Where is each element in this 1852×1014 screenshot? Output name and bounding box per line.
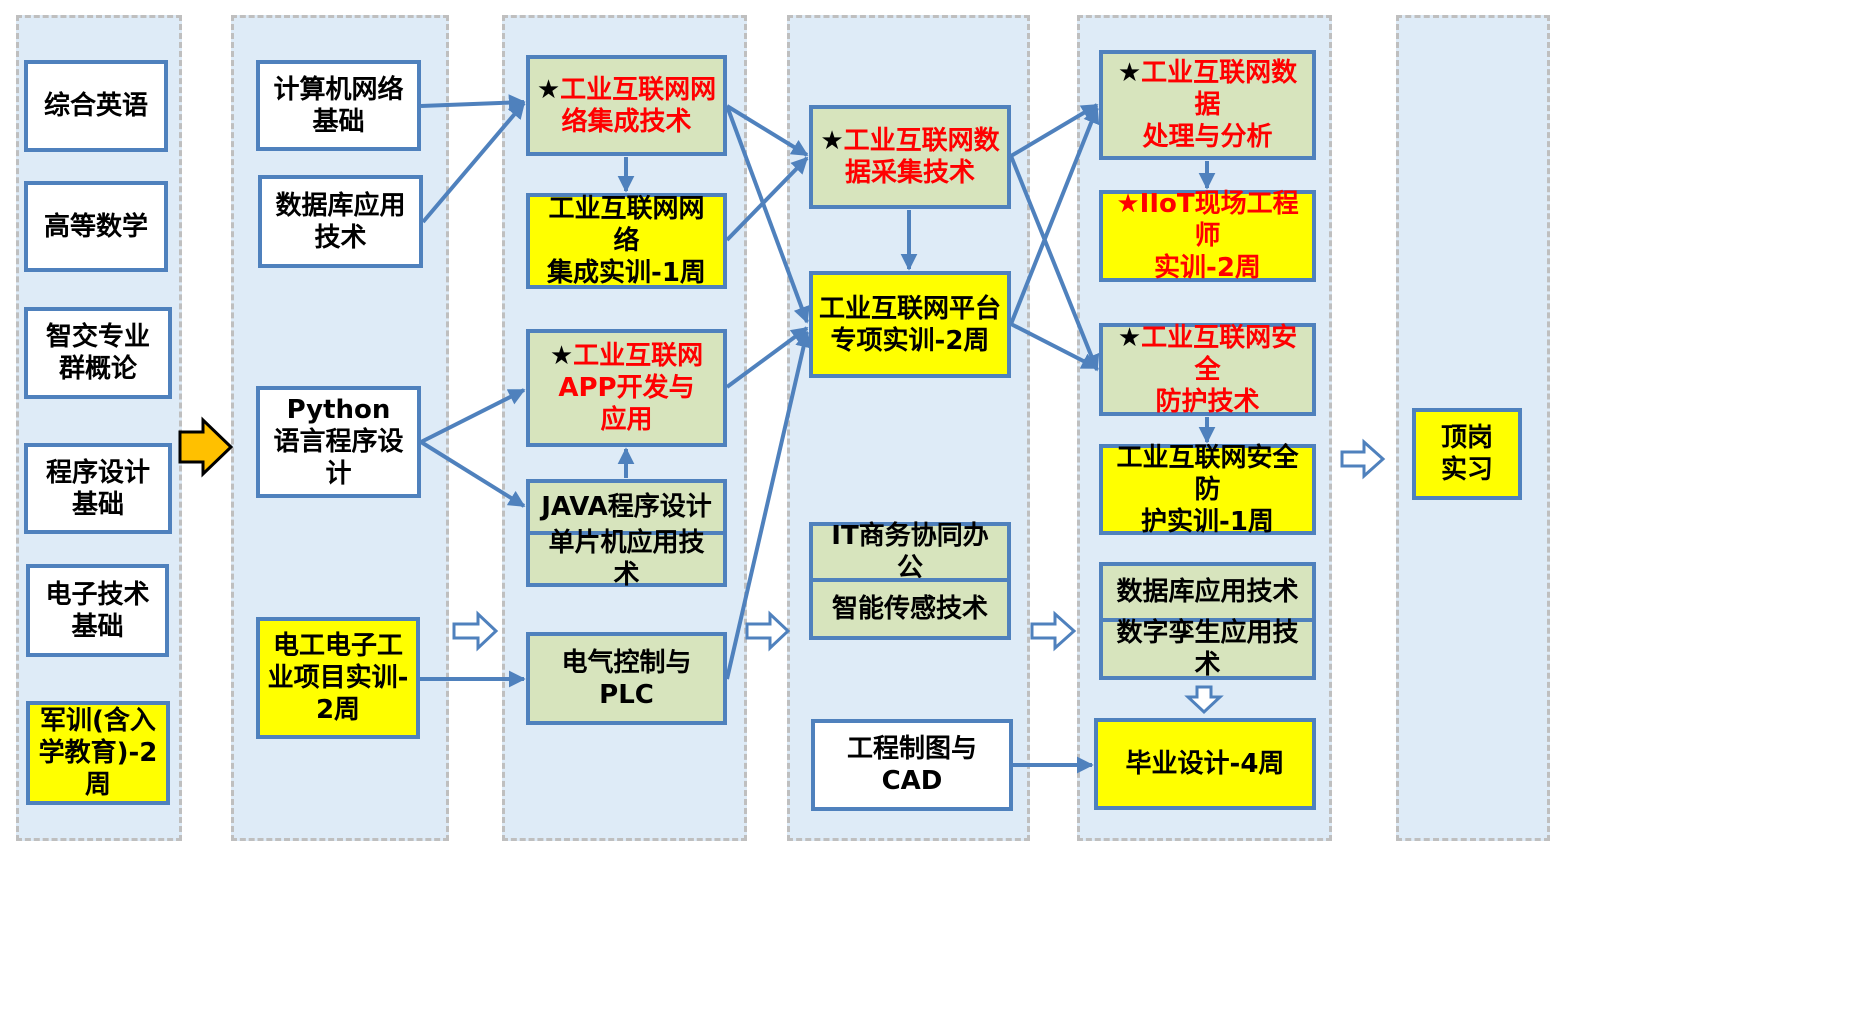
course-electronics-basics[interactable]: 电子技术基础 <box>26 564 169 657</box>
course-label-line: 实训-2周 <box>1154 253 1261 283</box>
course-iin-data-collection[interactable]: ★工业互联网数据采集技术 <box>809 105 1011 209</box>
course-electrical-control-plc[interactable]: 电气控制与PLC <box>526 632 727 725</box>
course-label-line: 计 <box>325 459 352 489</box>
course-label-line: 计算机网络 <box>273 74 404 105</box>
course-iiot-engineer-training[interactable]: ★IIoT现场工程师实训-2周 <box>1099 189 1316 283</box>
course-engineering-drawing-cad[interactable]: 工程制图与CAD <box>811 719 1013 811</box>
course-electrician-project-training[interactable]: 电工电子工业项目实训-2周 <box>256 617 420 739</box>
course-iin-platform-training[interactable]: 工业互联网平台专项实训-2周 <box>809 271 1011 378</box>
course-label-line: 专项实训-2周 <box>830 325 990 356</box>
course-label-line: 基础 <box>312 106 365 137</box>
course-label-line: 语言程序设 <box>273 427 404 457</box>
course-label: 高等数学 <box>43 211 148 242</box>
course-label-line: 军训(含入 <box>40 706 156 736</box>
course-label-line: 工业互联网 <box>573 341 704 371</box>
course-label-line: 智交专业 <box>45 322 150 352</box>
course-label-line: 业项目实训- <box>267 663 409 693</box>
course-internship[interactable]: 顶岗实习 <box>1412 408 1522 500</box>
course-iin-security-training[interactable]: 工业互联网安全防护实训-1周 <box>1099 442 1316 537</box>
core-star-icon: ★ <box>536 74 561 105</box>
course-label-line: Python <box>286 395 391 425</box>
course-java-programming[interactable]: JAVA程序设计 <box>526 479 727 535</box>
course-label-line: 据采集技术 <box>844 158 975 188</box>
course-database-application[interactable]: 数据库应用技术 <box>258 175 423 268</box>
core-star-icon: ★ <box>1116 189 1140 219</box>
course-label-line: 数据库应用 <box>275 190 406 221</box>
course-label-line: 处理与分析 <box>1142 122 1273 152</box>
hollow-arrow-col4-col5-icon <box>1030 610 1077 652</box>
core-star-icon: ★ <box>820 126 844 156</box>
course-label-line: 络集成技术 <box>561 106 692 137</box>
course-label: 电气控制与PLC <box>561 647 692 710</box>
course-label-line: 防护技术 <box>1155 386 1260 417</box>
course-label: 数据库应用技术 <box>1116 577 1299 607</box>
course-label-line: 2周 <box>315 695 361 725</box>
course-label: 综合英语 <box>43 91 148 121</box>
course-comprehensive-english[interactable]: 综合英语 <box>24 60 168 152</box>
course-label-line: 周 <box>84 770 111 800</box>
core-star-icon: ★ <box>549 341 574 371</box>
course-label-line: IIoT现场工程师 <box>1139 189 1299 251</box>
course-advanced-math[interactable]: 高等数学 <box>24 181 168 272</box>
course-label-line: 群概论 <box>58 354 137 384</box>
course-label-line: 工业互联网安全 <box>1141 322 1298 385</box>
course-label-line: 工业互联网数 <box>843 126 1000 156</box>
course-label-line: APP开发与 <box>558 373 695 403</box>
course-label-line: 程序设计 <box>45 457 150 488</box>
course-label-line: 工业互联网安全防 <box>1116 442 1299 505</box>
course-label-line: 基础 <box>71 611 124 642</box>
course-it-business-office[interactable]: IT商务协同办公 <box>809 521 1011 583</box>
course-label: IT商务协同办公 <box>831 521 989 583</box>
course-label: JAVA程序设计 <box>541 492 712 522</box>
course-graduation-project[interactable]: 毕业设计-4周 <box>1094 718 1316 810</box>
hollow-arrow-col2-col3-icon <box>452 610 499 652</box>
course-label-line: 护实训-1周 <box>1141 506 1274 537</box>
course-label-line: 应用 <box>600 405 653 435</box>
course-label-line: 工业互联网数据 <box>1141 58 1298 120</box>
hollow-arrow-col3-col4-icon <box>745 610 791 652</box>
course-label-line: 顶岗 <box>1440 423 1493 453</box>
hollow-arrow-col5-col6-icon <box>1340 438 1386 480</box>
course-label-line: 实习 <box>1440 455 1493 485</box>
core-star-icon: ★ <box>1117 322 1142 353</box>
course-intelligent-sensing[interactable]: 智能传感技术 <box>809 578 1011 640</box>
course-label-line: 工业互联网网络 <box>548 194 705 256</box>
course-label-line: 电工电子工 <box>272 631 403 661</box>
course-programming-basics[interactable]: 程序设计基础 <box>24 443 172 534</box>
course-label-line: 电子技术 <box>45 579 150 610</box>
course-label-line: 工业互联网平台 <box>819 293 1002 324</box>
course-label-line: 技术 <box>314 222 367 253</box>
course-iin-network-training[interactable]: 工业互联网网络集成实训-1周 <box>526 193 727 289</box>
course-label-line: 学教育)-2 <box>38 738 158 768</box>
course-iin-security-protection[interactable]: ★工业互联网安全防护技术 <box>1099 322 1316 417</box>
core-star-icon: ★ <box>1117 58 1142 88</box>
course-label-line: 集成实训-1周 <box>547 258 706 288</box>
orange-transition-arrow-icon <box>178 416 234 478</box>
course-label-line: 工业互联网网 <box>560 74 717 105</box>
course-label: 工程制图与CAD <box>846 734 977 796</box>
course-digital-twin[interactable]: 数字孪生应用技术 <box>1099 618 1316 680</box>
course-label-line: 基础 <box>71 489 124 520</box>
course-iin-network-integration[interactable]: ★工业互联网网络集成技术 <box>526 55 727 156</box>
course-mcu-application[interactable]: 单片机应用技术 <box>526 528 727 590</box>
course-major-intro[interactable]: 智交专业群概论 <box>24 307 172 399</box>
course-label: 毕业设计-4周 <box>1125 749 1285 779</box>
course-label: 数字孪生应用技术 <box>1116 618 1299 680</box>
course-iin-data-processing[interactable]: ★工业互联网数据处理与分析 <box>1099 50 1316 160</box>
course-computer-network-basics[interactable]: 计算机网络基础 <box>256 60 421 151</box>
course-database-tech[interactable]: 数据库应用技术 <box>1099 562 1316 622</box>
course-label: 智能传感技术 <box>831 594 988 624</box>
course-label: 单片机应用技术 <box>548 528 705 590</box>
